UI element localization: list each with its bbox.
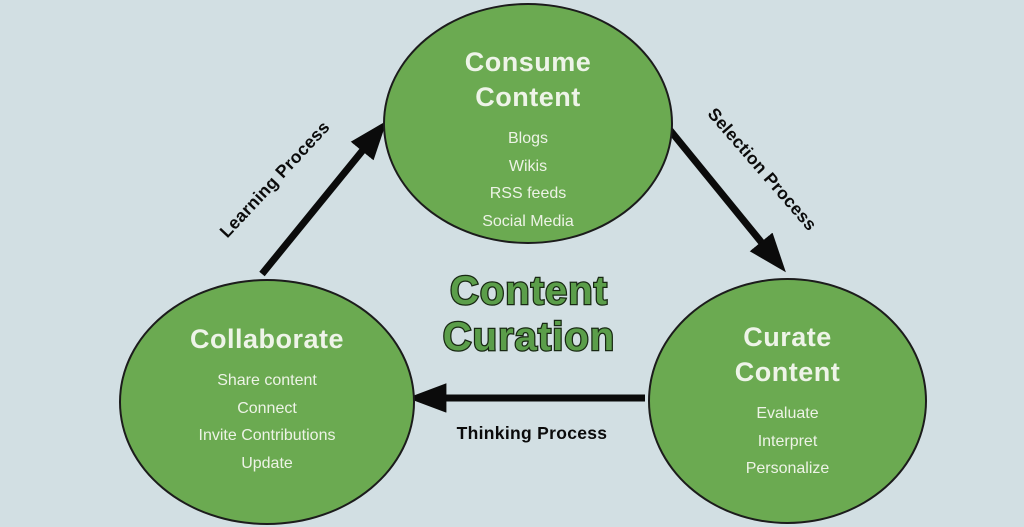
node-collaborate: Collaborate Share content Connect Invite… bbox=[119, 279, 415, 525]
list-item: Share content bbox=[217, 372, 317, 389]
list-item: Social Media bbox=[482, 212, 574, 230]
list-item: Blogs bbox=[507, 130, 548, 147]
list-item: Invite Contributions bbox=[198, 427, 336, 444]
list-item: Personalize bbox=[745, 460, 830, 477]
node-collaborate-title-line1: Collaborate bbox=[189, 324, 345, 354]
node-consume-title-line1: Consume bbox=[464, 47, 592, 77]
list-item: Interpret bbox=[757, 432, 818, 450]
node-curate-title: Curate Content bbox=[735, 320, 840, 390]
node-consume-title-line2: Content bbox=[475, 82, 581, 112]
node-curate-content: Curate Content Evaluate Interpret Person… bbox=[648, 278, 927, 524]
node-curate-items: Evaluate Interpret Personalize bbox=[746, 405, 830, 488]
list-item: Evaluate bbox=[756, 405, 819, 422]
node-consume-title: Consume Content bbox=[465, 45, 592, 115]
node-curate-title-line1: Curate bbox=[743, 322, 832, 352]
thinking-process-label: Thinking Process bbox=[456, 423, 608, 443]
selection-process-label: Selection Process bbox=[703, 103, 822, 235]
list-item: Update bbox=[241, 454, 293, 472]
list-item: Wikis bbox=[508, 157, 548, 175]
node-consume-items: Blogs Wikis RSS feeds Social Media bbox=[482, 130, 574, 240]
learning-process-label: Learning Process bbox=[215, 116, 334, 242]
node-curate-title-line2: Content bbox=[734, 357, 841, 387]
diagram-title: Content Curation bbox=[379, 268, 679, 361]
node-collaborate-title: Collaborate bbox=[190, 322, 344, 357]
diagram-title-line2: Curation bbox=[442, 314, 616, 361]
node-consume-content: Consume Content Blogs Wikis RSS feeds So… bbox=[383, 3, 673, 244]
list-item: Connect bbox=[237, 399, 297, 417]
diagram-title-line1: Content bbox=[449, 268, 609, 315]
node-collaborate-items: Share content Connect Invite Contributio… bbox=[199, 372, 336, 482]
list-item: RSS feeds bbox=[489, 185, 567, 202]
